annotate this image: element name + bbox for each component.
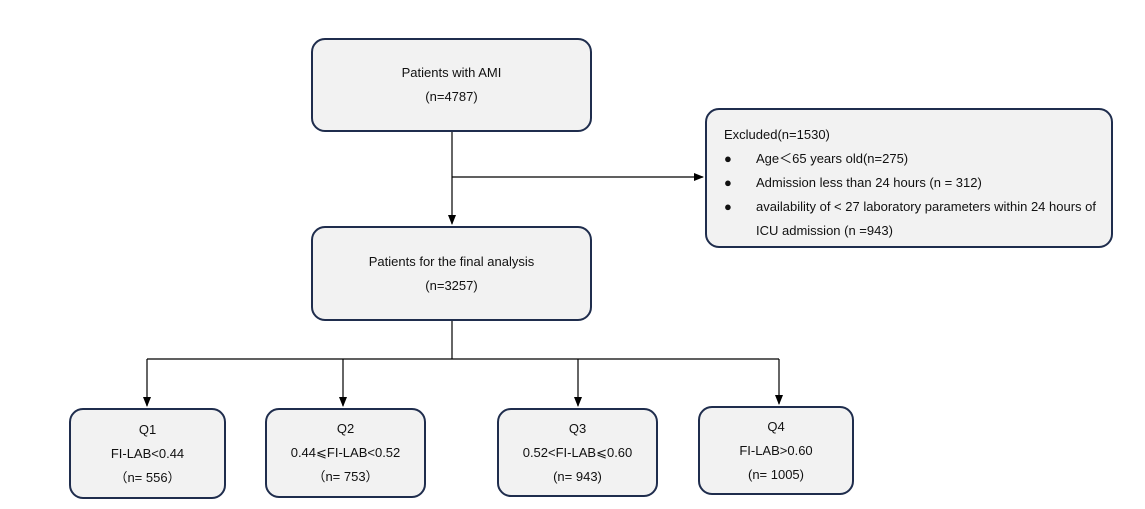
excluded-item-text: availability of < 27 laboratory paramete… — [756, 199, 1096, 238]
quartile-q2-box: Q2 0.44⩽FI-LAB<0.52 （n= 753） — [265, 408, 426, 498]
excluded-item-age: ● Age＜65 years old(n=275) — [724, 147, 908, 171]
q4-label: Q4 — [767, 418, 785, 434]
final-title: Patients for the final analysis — [368, 253, 535, 269]
patients-ami-box: Patients with AMI (n=4787) — [311, 38, 592, 132]
excluded-title: Excluded(n=1530) — [724, 127, 830, 142]
quartile-q1-box: Q1 FI-LAB<0.44 （n= 556） — [69, 408, 226, 499]
excluded-item-lab-parameters: ● availability of < 27 laboratory parame… — [724, 195, 1101, 243]
bullet-icon: ● — [724, 175, 732, 190]
excluded-item-text: Admission less than 24 hours (n = 312) — [756, 175, 982, 190]
q4-range: FI-LAB>0.60 — [739, 442, 813, 458]
quartile-q3-box: Q3 0.52<FI-LAB⩽0.60 (n= 943) — [497, 408, 658, 497]
bullet-icon: ● — [724, 151, 732, 166]
excluded-item-admission: ● Admission less than 24 hours (n = 312) — [724, 171, 982, 195]
ami-title: Patients with AMI — [401, 65, 502, 80]
excluded-box: Excluded(n=1530) ● Age＜65 years old(n=27… — [705, 108, 1113, 248]
q2-range: 0.44⩽FI-LAB<0.52 — [290, 445, 401, 460]
final-analysis-box: Patients for the final analysis (n=3257) — [311, 226, 592, 321]
q2-count: （n= 753） — [312, 469, 379, 484]
q2-label: Q2 — [336, 421, 355, 436]
q3-range: 0.52<FI-LAB⩽0.60 — [522, 444, 633, 460]
quartile-q4-box: Q4 FI-LAB>0.60 (n= 1005) — [698, 406, 854, 495]
q3-count: (n= 943) — [553, 468, 602, 484]
q4-count: (n= 1005) — [747, 466, 804, 482]
q3-label: Q3 — [568, 420, 587, 436]
excluded-item-text: Age＜65 years old(n=275) — [756, 151, 909, 166]
q1-range: FI-LAB<0.44 — [110, 445, 185, 461]
ami-count: (n=4787) — [425, 89, 478, 104]
q1-count: （n= 556） — [114, 469, 181, 485]
final-count: (n=3257) — [425, 277, 478, 293]
q1-label: Q1 — [138, 421, 157, 437]
bullet-icon: ● — [724, 199, 732, 214]
